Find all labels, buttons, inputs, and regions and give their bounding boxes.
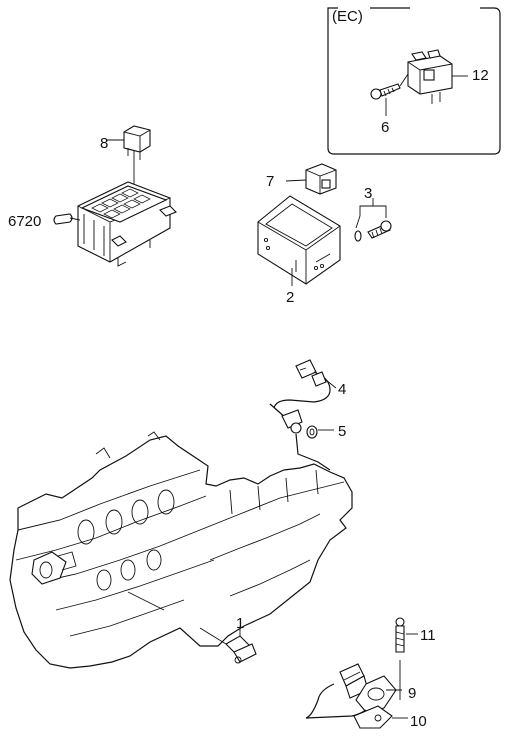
callout-4: 4 [338, 381, 346, 398]
callout-8: 8 [100, 135, 108, 152]
part-5-sensor [281, 409, 334, 471]
callout-2: 2 [286, 289, 294, 306]
callout-5: 5 [338, 423, 346, 440]
callout-6720: 6720 [8, 213, 41, 230]
callout-10: 10 [410, 713, 427, 730]
callout-12: 12 [472, 67, 489, 84]
callout-3: 3 [364, 185, 372, 202]
callout-9: 9 [408, 685, 416, 702]
part-6-bolt [370, 73, 409, 116]
part-6720-fuse-box [53, 181, 177, 267]
part-11-bolt [395, 617, 418, 653]
part-8-relay [106, 125, 151, 186]
callout-7: 7 [266, 173, 274, 190]
callout-6: 6 [381, 119, 389, 136]
part-10-bracket [353, 705, 408, 729]
part-2-control-unit [257, 195, 341, 286]
part-9-knock-sensor [305, 660, 402, 719]
part-7-relay [285, 163, 337, 195]
inset-label: (EC) [332, 8, 363, 25]
part-1-sensor [199, 627, 257, 664]
part-4-harness [269, 359, 337, 419]
engine-block [9, 431, 353, 669]
callout-1: 1 [236, 615, 244, 632]
part-3-bolt-washer [354, 198, 392, 242]
part-12-actuator [407, 49, 468, 104]
ec-inset: (EC) 12 6 [327, 7, 501, 155]
callout-11: 11 [420, 627, 436, 644]
